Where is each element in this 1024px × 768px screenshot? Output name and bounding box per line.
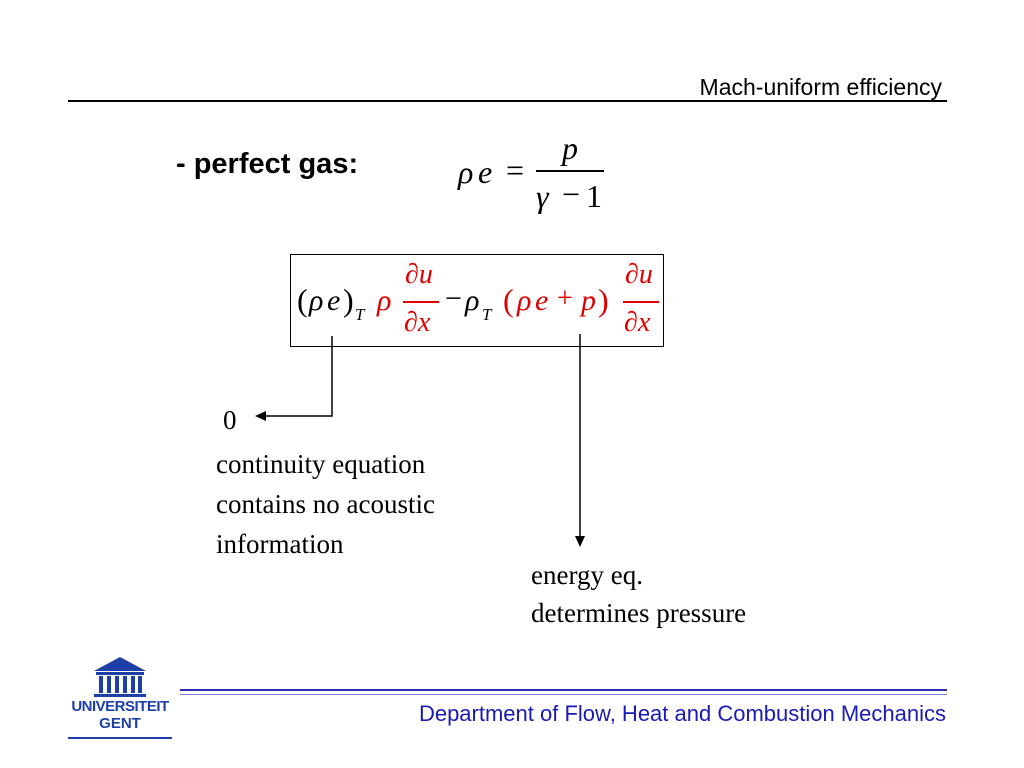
eq2-dx2: ∂x bbox=[624, 307, 651, 338]
equation-perfect-gas: ρ e = p γ − 1 bbox=[458, 130, 618, 220]
slide-title: Mach-uniform efficiency bbox=[699, 74, 942, 100]
eq2-fraction-bar-1 bbox=[403, 301, 439, 303]
bullet-perfect-gas: - perfect gas: bbox=[176, 148, 359, 180]
eq1-rho: ρ bbox=[458, 154, 474, 190]
continuity-line-1: continuity equation bbox=[216, 449, 426, 479]
eq2-lparen: ( bbox=[297, 282, 308, 318]
eq2-minus: − bbox=[445, 282, 462, 315]
eq2-sub-t2: T bbox=[482, 305, 492, 324]
eq2-rho: ρ bbox=[309, 284, 324, 317]
energy-line-2: determines pressure bbox=[531, 598, 747, 628]
eq2-rparen: ) bbox=[343, 282, 354, 318]
eq1-one: 1 bbox=[586, 178, 602, 214]
eq2-e3: e bbox=[535, 284, 549, 317]
eq2-lparen2: ( bbox=[503, 282, 514, 318]
eq2-rparen2: ) bbox=[598, 282, 609, 318]
arrow-to-zero bbox=[264, 336, 333, 417]
arrow-head-left bbox=[255, 411, 266, 421]
department-name: Department of Flow, Heat and Combustion … bbox=[418, 701, 946, 726]
eq2-rho3: ρ bbox=[517, 284, 532, 317]
eq1-gamma: γ bbox=[536, 178, 549, 214]
eq2-fraction-bar-2 bbox=[623, 301, 659, 303]
eq1-equals: = bbox=[506, 152, 525, 188]
eq1-e: e bbox=[478, 154, 493, 190]
eq2-du: ∂u bbox=[405, 259, 433, 290]
zero-result: 0 bbox=[223, 405, 237, 435]
university-logo: UNIVERSITEIT GENT bbox=[66, 655, 174, 741]
eq2-rho-t: ρ bbox=[465, 284, 480, 317]
continuity-line-2: contains no acoustic bbox=[216, 489, 435, 519]
eq2-rho-coeff: ρ bbox=[377, 284, 392, 317]
arrow-head-down bbox=[575, 536, 585, 547]
temple-icon bbox=[68, 657, 172, 739]
logo-text-line-1: UNIVERSITEIT bbox=[71, 698, 169, 715]
eq2-e: e bbox=[327, 284, 341, 317]
eq2-du2: ∂u bbox=[625, 259, 653, 290]
equation-energy-terms: ( ρ e ) T ρ ∂u ∂x − ρ T ( ρ e + p ) ∂u ∂… bbox=[291, 255, 663, 346]
energy-note: energy eq. determines pressure bbox=[531, 556, 746, 632]
logo-text-line-2: GENT bbox=[99, 715, 141, 732]
header-divider bbox=[68, 100, 947, 102]
eq2-dx: ∂x bbox=[404, 307, 431, 338]
eq1-fraction-bar bbox=[536, 170, 604, 172]
continuity-line-3: information bbox=[216, 529, 344, 559]
eq1-minus: − bbox=[562, 176, 581, 212]
footer-divider bbox=[180, 689, 947, 691]
footer-divider-thin bbox=[180, 694, 947, 695]
eq2-p: p bbox=[581, 284, 596, 317]
eq1-numerator: p bbox=[562, 130, 578, 166]
eq2-sub-t: T bbox=[355, 305, 365, 324]
continuity-note: continuity equation contains no acoustic… bbox=[216, 444, 435, 564]
eq2-plus: + bbox=[557, 283, 573, 314]
energy-line-1: energy eq. bbox=[531, 560, 643, 590]
equation-box: ( ρ e ) T ρ ∂u ∂x − ρ T ( ρ e + p ) ∂u ∂… bbox=[290, 254, 664, 347]
